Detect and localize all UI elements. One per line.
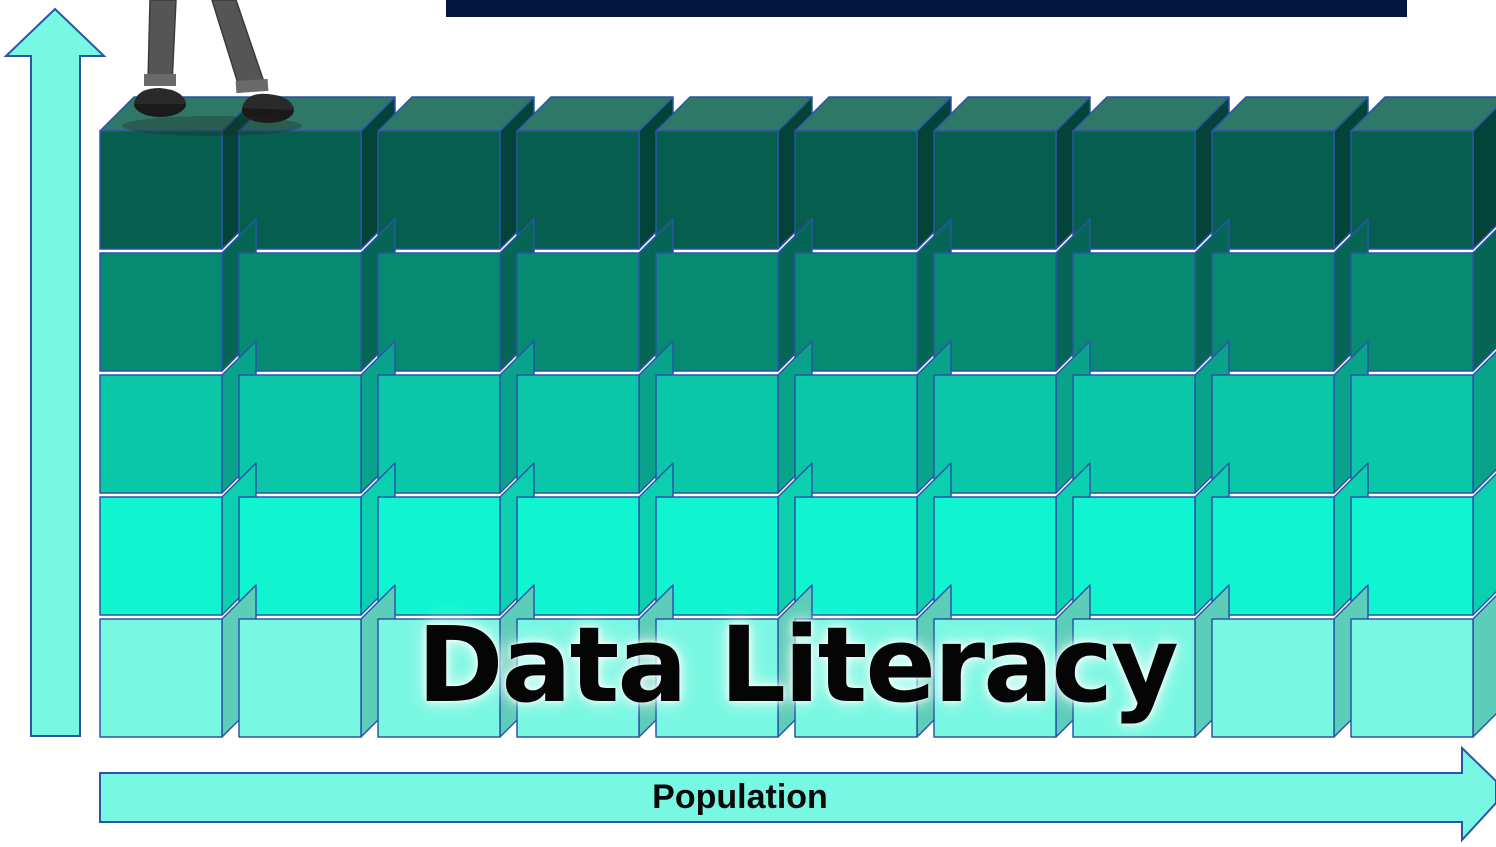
cube-front-face [516,496,640,616]
cube-front-face [655,374,779,494]
cube-r1-c7 [933,96,1091,250]
cube-front-face [99,252,223,372]
cube-front-face [1350,496,1474,616]
cube-front-face [794,130,918,250]
cube-front-face [1211,374,1335,494]
cube-front-face [1211,496,1335,616]
cube-front-face [794,374,918,494]
cube-front-face [238,618,362,738]
cube-r4-c10 [1350,472,1496,616]
cube-r1-c9 [1211,96,1369,250]
cube-front-face [655,130,779,250]
up-arrow-icon [3,7,107,737]
cube-front-face [99,618,223,738]
cube-front-face [238,130,362,250]
cube-front-face [794,252,918,372]
cube-top-face [1350,96,1496,132]
cube-front-face [655,252,779,372]
cube-r1-c4 [516,96,674,250]
cube-front-face [377,252,501,372]
cube-r1-c3 [377,96,535,250]
cube-front-face [377,496,501,616]
cube-front-face [933,130,1057,250]
cube-r5-c10 [1350,594,1496,738]
cube-front-face [99,374,223,494]
standing-figure-icon [122,0,302,136]
cube-front-face [238,496,362,616]
cube-r1-c10 [1350,96,1496,250]
cube-front-face [238,252,362,372]
cube-front-face [1350,618,1474,738]
cube-front-face [1211,618,1335,738]
cube-front-face [933,496,1057,616]
x-axis-label: Population [652,778,828,816]
cube-front-face [933,374,1057,494]
cube-front-face [655,618,779,738]
cube-front-face [377,130,501,250]
cube-front-face [1072,252,1196,372]
cube-r1-c6 [794,96,952,250]
cube-front-face [1072,496,1196,616]
cube-front-face [1072,618,1196,738]
cube-front-face [99,130,223,250]
right-arrow-icon [99,745,1496,843]
cube-r1-c5 [655,96,813,250]
cube-front-face [933,252,1057,372]
cube-front-face [655,496,779,616]
cube-front-face [1072,130,1196,250]
cube-front-face [1350,130,1474,250]
cube-front-face [794,496,918,616]
cube-front-face [1350,374,1474,494]
cube-front-face [516,374,640,494]
cube-front-face [377,374,501,494]
diagram-title: Data Literacy [417,604,1179,726]
cube-front-face [377,618,501,738]
cube-front-face [516,252,640,372]
top-banner [446,0,1407,17]
cube-front-face [1072,374,1196,494]
cube-front-face [1211,252,1335,372]
cube-front-face [794,618,918,738]
cube-front-face [516,618,640,738]
cube-front-face [933,618,1057,738]
cube-front-face [99,496,223,616]
cube-grid [99,96,1496,738]
cube-front-face [516,130,640,250]
cube-r1-c8 [1072,96,1230,250]
cube-front-face [1211,130,1335,250]
cube-front-face [1350,252,1474,372]
cube-front-face [238,374,362,494]
